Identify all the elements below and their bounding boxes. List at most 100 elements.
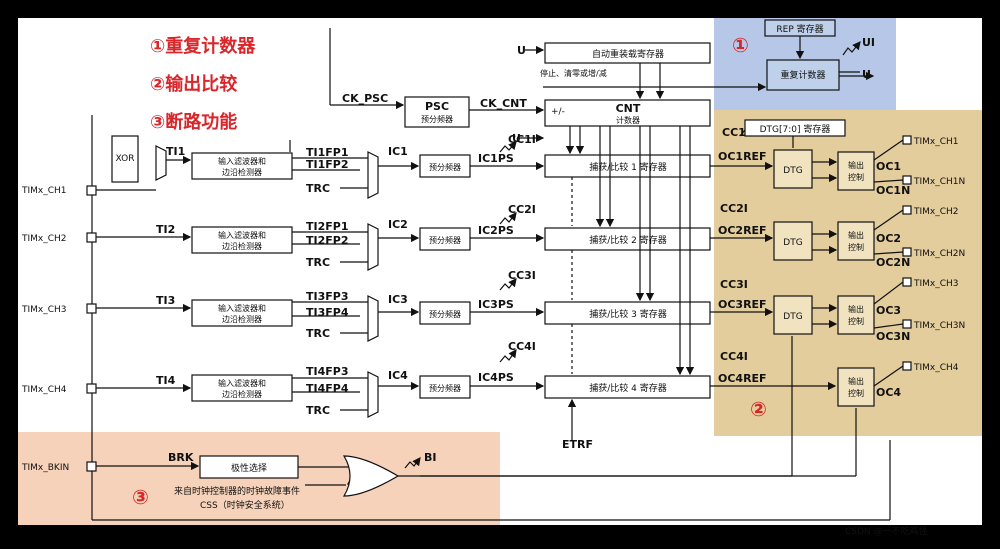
- cc4i-label: CC4I: [508, 340, 536, 353]
- input-filter-3: [191, 299, 293, 327]
- ic2-label: IC2: [388, 218, 408, 231]
- watermark: CSDN @一不吃鸡怪: [845, 525, 928, 537]
- dtg-1: [773, 149, 813, 189]
- cc-registers: 捕获/比较 1 寄存器 捕获/比较 2 寄存器 捕获/比较 3 寄存器 捕获/比…: [544, 126, 711, 451]
- ti1-label: TI1: [166, 145, 185, 158]
- ic4-label: IC4: [388, 369, 408, 382]
- oc4-label: OC4: [876, 386, 901, 399]
- ic4ps-label: IC4PS: [478, 371, 514, 384]
- ck-psc-label: CK_PSC: [342, 92, 388, 105]
- prescaler-3: [419, 301, 471, 325]
- pin-out-ch4[interactable]: [902, 361, 912, 371]
- css-label: CSS（时钟安全系统）: [200, 499, 290, 511]
- pin-out-ch2[interactable]: [902, 205, 912, 215]
- pin-out-ch3n[interactable]: [902, 319, 912, 329]
- pin-ch3[interactable]: [86, 303, 97, 314]
- input-filter-1: [191, 152, 293, 180]
- ccr2-label: 捕获/比较 2 寄存器: [589, 234, 666, 246]
- ti3-label: TI3: [156, 294, 175, 307]
- rep-counter: [766, 59, 840, 91]
- channel-1-input: TIMx_CH1 XOR TI1 输入滤波器和 边沿检测器 TI1FP1 TI1…: [21, 133, 545, 199]
- ic2ps-label: IC2PS: [478, 224, 514, 237]
- output-ch1-label: TIMx_CH1: [913, 137, 959, 147]
- cnt-block: [544, 99, 711, 127]
- trc-label-1: TRC: [306, 182, 330, 195]
- prescaler-3-label: 预分频器: [429, 309, 461, 319]
- autoreload-register: [544, 42, 711, 64]
- input-filter-4: [191, 374, 293, 402]
- oc2n-label: OC2N: [876, 256, 910, 269]
- ti2fp2-label: TI2FP2: [306, 234, 348, 247]
- region-tag-2: ②: [750, 397, 767, 421]
- oc2ref-label: OC2REF: [718, 224, 767, 237]
- pin-ch4[interactable]: [86, 383, 97, 394]
- dtg-1-label: DTG: [783, 166, 802, 176]
- region-tag-3: ③: [132, 485, 149, 509]
- polarity-label: 极性选择: [231, 462, 267, 474]
- cc2i-out-label: CC2I: [720, 202, 748, 215]
- mux-ic3: [367, 295, 379, 342]
- bi-label: BI: [424, 451, 436, 464]
- psc-title: PSC: [425, 100, 449, 113]
- oc1-ctrl-line1: 输出: [848, 160, 864, 170]
- output-ch2n-label: TIMx_CH2N: [913, 249, 965, 259]
- output-stage: DTG DTG DTG 输出 控制 输出 控制 输出 控制 输出 控制 OC1 …: [773, 135, 965, 407]
- pin-ch1[interactable]: [86, 185, 97, 196]
- oc3ref-label: OC3REF: [718, 298, 767, 311]
- trc-label-2: TRC: [306, 256, 330, 269]
- dtg-3: [773, 295, 813, 335]
- xor-gate: [111, 135, 139, 183]
- input-ch4-label: TIMx_CH4: [21, 385, 67, 395]
- oc1-label: OC1: [876, 160, 901, 173]
- pin-ch2[interactable]: [86, 232, 97, 243]
- rep-counter-label: 重复计数器: [780, 69, 825, 81]
- cnt-title: CNT: [616, 102, 641, 115]
- pin-out-ch1n[interactable]: [902, 175, 912, 185]
- output-ch3-label: TIMx_CH3: [913, 279, 959, 289]
- ui-label: UI: [862, 36, 875, 49]
- filter3-line2: 边沿检测器: [222, 314, 262, 324]
- oc4-ctrl-line1: 输出: [848, 376, 864, 386]
- break-circuit: TIMx_BKIN BRK 极性选择 BI 来自时钟控制器的时钟故障事件 CSS…: [21, 336, 857, 511]
- ti4fp3-label: TI4FP3: [306, 365, 348, 378]
- oc1ref-label: OC1REF: [718, 150, 767, 163]
- input-filter-2: [191, 226, 293, 254]
- channel-4-input: TIMx_CH4 TI4 输入滤波器和 边沿检测器 TI4FP3 TI4FP4 …: [21, 340, 545, 418]
- filter1-line2: 边沿检测器: [222, 167, 262, 177]
- filter2-line1: 输入滤波器和: [218, 230, 266, 240]
- region-tag-1: ①: [732, 33, 749, 57]
- ti4-label: TI4: [156, 374, 176, 387]
- oc3-ctrl-line1: 输出: [848, 304, 864, 314]
- output-control-4: [837, 367, 875, 407]
- input-ch2-label: TIMx_CH2: [21, 234, 67, 244]
- xor-label: XOR: [116, 154, 135, 164]
- input-ch1-label: TIMx_CH1: [21, 186, 67, 196]
- filter3-line1: 输入滤波器和: [218, 303, 266, 313]
- filter4-line2: 边沿检测器: [222, 389, 262, 399]
- oc1n-label: OC1N: [876, 184, 910, 197]
- oc2-ctrl-line1: 输出: [848, 230, 864, 240]
- pin-bkin[interactable]: [86, 461, 97, 472]
- mux-ti1: [155, 145, 167, 181]
- ti4fp4-label: TI4FP4: [306, 382, 349, 395]
- oc2-ctrl-line2: 控制: [848, 242, 864, 252]
- pin-out-ch1[interactable]: [902, 135, 912, 145]
- ti1fp2-label: TI1FP2: [306, 158, 348, 171]
- cc4i-out-label: CC4I: [720, 350, 748, 363]
- pin-out-ch2n[interactable]: [902, 247, 912, 257]
- oc1-ctrl-line2: 控制: [848, 172, 864, 182]
- ccr2: [544, 227, 711, 251]
- output-control-3: [837, 295, 875, 335]
- ccr3-label: 捕获/比较 3 寄存器: [589, 308, 666, 320]
- cc3i-out-label: CC3I: [720, 278, 748, 291]
- dtg-3-label: DTG: [783, 312, 802, 322]
- prescaler-1-label: 预分频器: [429, 162, 461, 172]
- pin-out-ch3[interactable]: [902, 277, 912, 287]
- etrf-label: ETRF: [562, 438, 593, 451]
- rep-register-label: REP 寄存器: [776, 23, 823, 35]
- output-control-1: [837, 151, 875, 191]
- input-ch3-label: TIMx_CH3: [21, 305, 67, 315]
- prescaler-4: [419, 375, 471, 399]
- ti1fp1-label: TI1FP1: [306, 146, 348, 159]
